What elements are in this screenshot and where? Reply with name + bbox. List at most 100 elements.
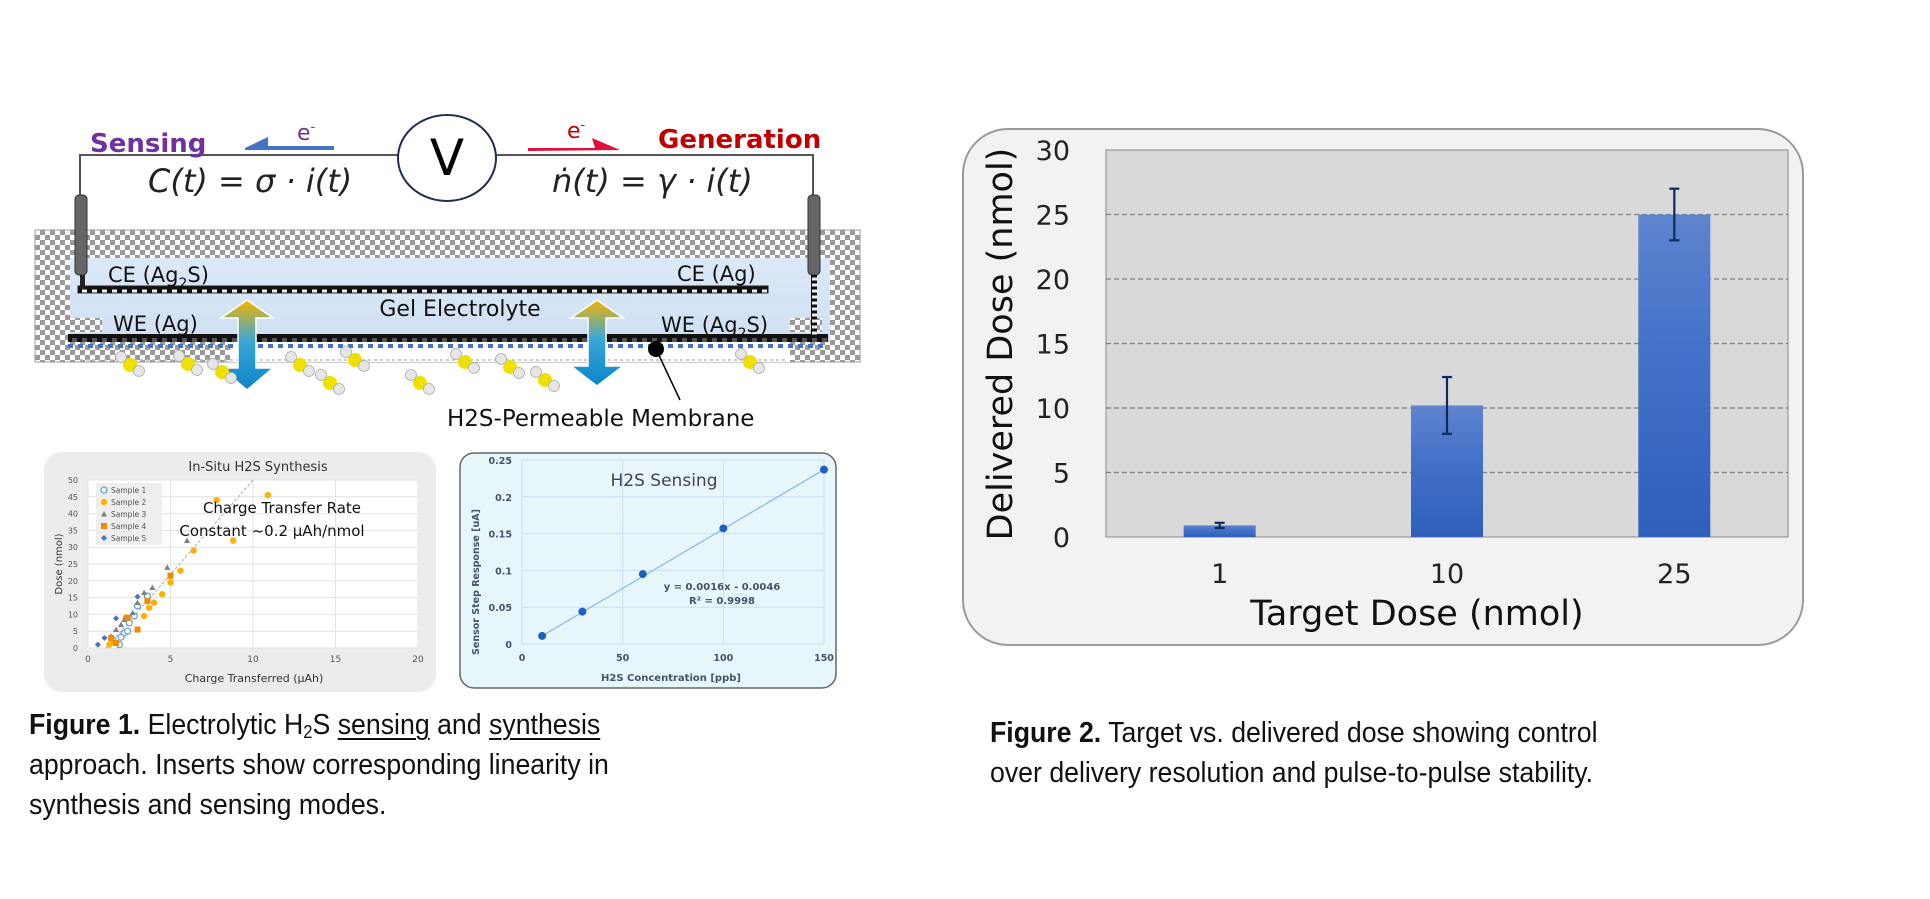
synthesis-link-text: synthesis <box>489 709 601 741</box>
diffusion-arrow-right-icon <box>568 299 626 387</box>
electron-arrow-right-icon: e- <box>528 118 620 151</box>
sensing-y-tick-label: 0 <box>505 640 512 651</box>
figure1-schematic: V Sensing Generation e- e- C(t) = σ · i(… <box>34 114 861 432</box>
sensing-data-point <box>820 465 828 474</box>
synthesis-x-tick-label: 20 <box>412 655 424 665</box>
synthesis-data-point <box>149 584 156 591</box>
synthesis-scatter-chart: In-Situ H2S Synthesis 051015202530354045… <box>44 452 436 692</box>
sensing-y-tick-label: 0.2 <box>495 493 512 504</box>
sensing-label: Sensing <box>90 129 206 159</box>
sensing-data-point <box>538 631 547 640</box>
synthesis-data-point <box>213 496 220 504</box>
sensing-trendline <box>541 469 825 637</box>
electron-arrow-left-icon: e- <box>245 120 334 150</box>
synthesis-data-point <box>113 626 120 633</box>
sensing-y-axis-label: Sensor Step Response [uA] <box>471 509 482 655</box>
legend-entry: Sample 3 <box>111 510 147 519</box>
legend-marker <box>100 498 108 506</box>
sensing-y-tick-label: 0.1 <box>495 566 512 577</box>
generation-label: Generation <box>658 125 821 155</box>
legend-marker <box>100 486 108 494</box>
sensing-trend-equation: y = 0.0016x - 0.0046 <box>664 582 781 593</box>
synthesis-data-point <box>177 567 184 574</box>
synthesis-data-point <box>159 591 166 598</box>
diffusion-arrow-left-icon <box>218 299 276 391</box>
circuit-wire-left <box>79 154 398 196</box>
synthesis-data-point <box>230 537 237 544</box>
sensing-y-tick-label: 0.15 <box>489 530 512 541</box>
synthesis-data-point <box>134 626 141 633</box>
synthesis-data-point <box>144 597 151 604</box>
legend-marker <box>101 511 107 517</box>
bar-y-tick-label: 30 <box>1036 136 1070 167</box>
sensing-x-axis-label: H2S Concentration [ppb] <box>601 673 741 684</box>
synthesis-data-point <box>123 627 132 635</box>
svg-text:e-: e- <box>297 120 316 146</box>
bar-x-axis-label: Target Dose (nmol) <box>1249 594 1583 634</box>
working-electrode-bar <box>68 334 828 342</box>
bar <box>1638 214 1711 537</box>
figure1-caption: Figure 1. Electrolytic H2S sensing and s… <box>29 709 609 821</box>
bar-category-label: 10 <box>1430 559 1464 590</box>
sensing-y-tick-label: 0.25 <box>489 456 512 467</box>
synthesis-y-tick-label: 30 <box>68 543 78 552</box>
synthesis-data-point <box>101 634 108 641</box>
synthesis-data-point <box>117 633 125 641</box>
synthesis-y-tick-label: 15 <box>68 594 78 603</box>
bar-category-label: 25 <box>1657 559 1691 590</box>
synthesis-data-point <box>184 537 190 543</box>
gel-electrolyte-label: Gel Electrolyte <box>379 297 540 322</box>
sensing-equation: C(t) = σ · i(t) <box>148 162 352 200</box>
sensing-r-squared: R² = 0.9998 <box>689 596 755 607</box>
sensing-data-point <box>719 524 728 533</box>
synthesis-data-point <box>167 579 174 586</box>
bar-y-tick-label: 25 <box>1036 201 1070 232</box>
sensing-data-point <box>578 607 587 616</box>
synthesis-y-tick-label: 50 <box>68 476 78 485</box>
synthesis-data-point <box>150 599 158 606</box>
bar-y-tick-label: 0 <box>1053 523 1070 554</box>
counter-electrode-bar <box>77 285 769 294</box>
synthesis-x-axis-label: Charge Transferred (µAh) <box>185 672 324 685</box>
synthesis-y-tick-label: 45 <box>68 493 78 502</box>
figure2-caption: Figure 2. Target vs. delivered dose show… <box>990 717 1598 789</box>
legend-entry: Sample 2 <box>111 498 147 507</box>
bar-y-tick-label: 10 <box>1036 394 1070 425</box>
svg-text:e-: e- <box>567 118 586 144</box>
synthesis-y-axis-label: Dose (nmol) <box>54 533 65 594</box>
synthesis-data-point <box>94 641 101 648</box>
figure1-caption-label: Figure 1. <box>29 709 141 741</box>
synthesis-legend <box>96 483 162 545</box>
generation-equation: ṅ(t) = γ · i(t) <box>552 162 753 200</box>
bar-category-label: 1 <box>1211 559 1228 590</box>
gel-electrolyte <box>70 258 830 342</box>
synthesis-x-tick-label: 5 <box>168 655 174 665</box>
bar-y-tick-label: 15 <box>1036 330 1070 361</box>
sensing-y-tick-label: 0.05 <box>489 603 512 614</box>
circuit-wire-right <box>496 154 814 196</box>
we-left-label: WE (Ag) <box>113 312 198 336</box>
synthesis-y-tick-label: 35 <box>68 526 78 535</box>
synthesis-data-point <box>140 612 148 620</box>
bar-y-tick-label: 20 <box>1036 265 1070 296</box>
synthesis-y-tick-label: 20 <box>68 577 78 586</box>
synthesis-data-point <box>264 491 272 499</box>
synthesis-chart-title: In-Situ H2S Synthesis <box>188 460 327 475</box>
synthesis-y-tick-label: 25 <box>68 560 78 569</box>
voltmeter-icon <box>397 114 497 202</box>
synthesis-data-point <box>167 572 174 579</box>
sensing-chart-title: H2S Sensing <box>611 471 718 491</box>
sensing-data-point <box>638 570 647 579</box>
synthesis-data-point <box>141 589 148 596</box>
synthesis-data-point <box>124 614 131 621</box>
sensing-x-tick-label: 150 <box>814 653 834 664</box>
synthesis-y-tick-label: 5 <box>73 627 78 636</box>
bar-y-axis-label: Delivered Dose (nmol) <box>981 148 1021 541</box>
membrane-label: H2S-Permeable Membrane <box>447 406 754 432</box>
synthesis-data-point <box>113 639 120 646</box>
synthesis-annotation-line1: Charge Transfer Rate <box>203 499 361 517</box>
legend-entry: Sample 4 <box>111 522 147 531</box>
we-right-label: WE (Ag2S) <box>661 313 768 342</box>
